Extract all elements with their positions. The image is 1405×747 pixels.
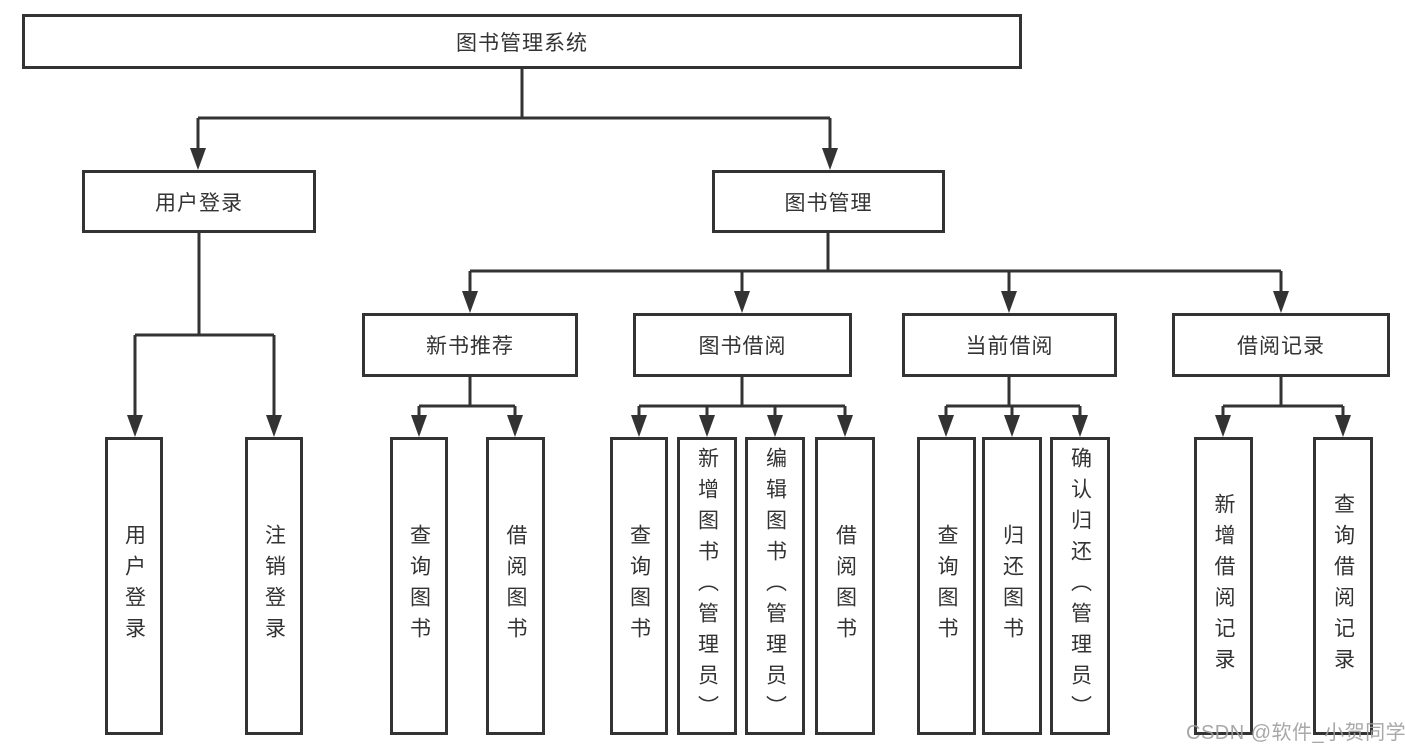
leaf-confirm-return-admin: 确认归还（管理员） [1050, 437, 1110, 735]
leaf-add-borrow-record-label: 新增借阅记录 [1212, 493, 1235, 679]
node-user-login: 用户登录 [82, 170, 316, 233]
node-book-borrow: 图书借阅 [633, 313, 852, 377]
node-book-borrow-label: 图书借阅 [698, 335, 787, 358]
leaf-borrow-book-recommend: 借阅图书 [486, 437, 545, 735]
leaf-borrow-book: 借阅图书 [815, 437, 875, 735]
leaf-borrow-book-label: 借阅图书 [833, 524, 857, 648]
leaf-confirm-return-admin-label: 确认归还（管理员） [1068, 446, 1092, 726]
leaf-user-login: 用户登录 [105, 437, 163, 735]
node-book-management: 图书管理 [712, 170, 945, 233]
node-user-login-label: 用户登录 [155, 191, 243, 215]
csdn-watermark: CSDN @软件_小贺同学 [1186, 722, 1405, 744]
node-new-book-recommend-label: 新书推荐 [426, 335, 514, 358]
node-root: 图书管理系统 [22, 14, 1022, 69]
node-book-management-label: 图书管理 [784, 191, 873, 215]
leaf-add-book-admin-label: 新增图书（管理员） [695, 446, 719, 726]
leaf-return-book: 归还图书 [982, 437, 1042, 735]
leaf-query-book-borrow: 查询图书 [610, 437, 668, 735]
leaf-return-book-label: 归还图书 [1000, 524, 1024, 648]
leaf-borrow-book-recommend-label: 借阅图书 [504, 524, 527, 648]
leaf-query-book-current-label: 查询图书 [935, 524, 958, 648]
leaf-edit-book-admin: 编辑图书（管理员） [745, 437, 805, 735]
leaf-add-borrow-record: 新增借阅记录 [1194, 437, 1253, 735]
node-borrow-records: 借阅记录 [1172, 313, 1390, 377]
leaf-query-book-recommend: 查询图书 [390, 437, 448, 735]
leaf-query-book-current: 查询图书 [917, 437, 976, 735]
leaf-query-borrow-record: 查询借阅记录 [1313, 437, 1373, 735]
leaf-query-book-borrow-label: 查询图书 [627, 524, 651, 648]
node-new-book-recommend: 新书推荐 [362, 313, 578, 377]
leaf-edit-book-admin-label: 编辑图书（管理员） [763, 446, 787, 726]
node-current-borrow: 当前借阅 [902, 313, 1117, 377]
leaf-logout: 注销登录 [245, 437, 303, 735]
node-current-borrow-label: 当前借阅 [965, 335, 1054, 358]
leaf-logout-label: 注销登录 [262, 524, 286, 648]
leaf-user-login-label: 用户登录 [122, 524, 146, 648]
node-borrow-records-label: 借阅记录 [1237, 335, 1325, 358]
leaf-query-book-recommend-label: 查询图书 [407, 524, 431, 648]
leaf-add-book-admin: 新增图书（管理员） [677, 437, 737, 735]
leaf-query-borrow-record-label: 查询借阅记录 [1331, 493, 1355, 679]
node-root-label: 图书管理系统 [456, 31, 588, 55]
